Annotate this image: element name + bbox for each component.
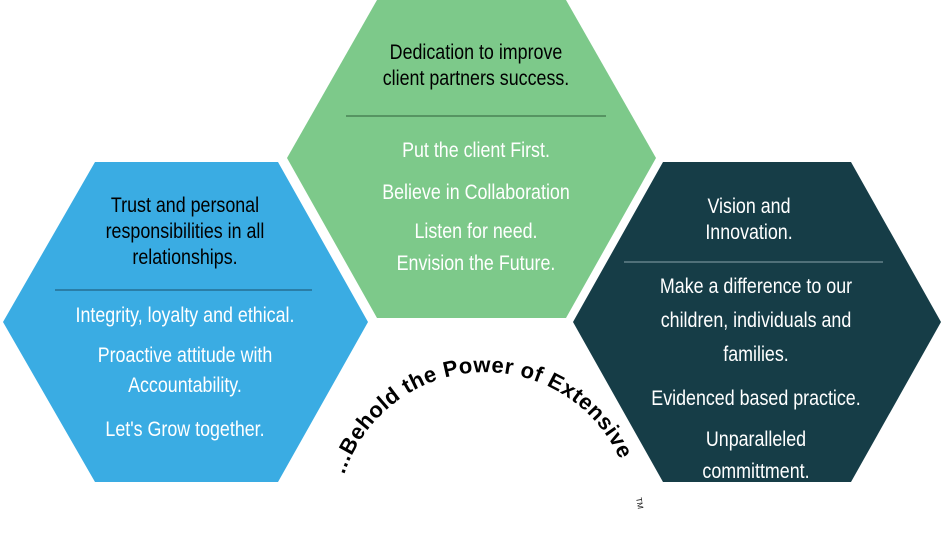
right-title: Vision and Innovation. bbox=[592, 194, 906, 246]
tagline-text: ...Behold the Power of Extensive bbox=[325, 352, 638, 476]
left-title-line: relationships. bbox=[132, 246, 238, 269]
left-title-line: Trust and personal bbox=[110, 194, 260, 217]
center-hexagon-content: Dedication to improve client partners su… bbox=[326, 40, 626, 280]
right-title-line: Vision and bbox=[707, 195, 791, 218]
right-item: committment. bbox=[702, 460, 810, 483]
center-title-line: Dedication to improve bbox=[389, 41, 563, 64]
center-title: Dedication to improve client partners su… bbox=[326, 40, 626, 92]
right-item: Unparalleled bbox=[705, 428, 807, 451]
right-title-line: Innovation. bbox=[705, 221, 793, 244]
left-title-line: responsibilities in all bbox=[105, 220, 265, 243]
right-hexagon bbox=[573, 162, 941, 482]
right-hexagon-content: Vision and Innovation. Make a difference… bbox=[606, 194, 906, 488]
left-item: Accountability. bbox=[128, 374, 242, 397]
left-item: Integrity, loyalty and ethical. bbox=[75, 304, 295, 327]
left-hexagon bbox=[3, 162, 368, 482]
right-item: children, individuals and families. bbox=[660, 309, 852, 366]
left-item: Proactive attitude with bbox=[97, 344, 273, 367]
left-title: Trust and personal responsibilities in a… bbox=[40, 193, 330, 271]
left-item: Let's Grow together. bbox=[105, 418, 265, 441]
trademark-mark: TM bbox=[634, 497, 645, 510]
left-hexagon-content: Trust and personal responsibilities in a… bbox=[40, 193, 330, 447]
center-item: Believe in Collaboration bbox=[382, 181, 570, 204]
center-title-line: client partners success. bbox=[382, 67, 570, 90]
center-hexagon bbox=[287, 0, 656, 318]
right-item: Evidenced based practice. bbox=[651, 387, 861, 410]
center-item: Listen for need. bbox=[414, 220, 538, 243]
center-item: Put the client First. bbox=[402, 139, 550, 162]
tagline-arc-text: ...Behold the Power of Extensive bbox=[325, 352, 638, 476]
right-item: Make a difference to our bbox=[659, 275, 853, 298]
center-item: Envision the Future. bbox=[396, 252, 556, 275]
